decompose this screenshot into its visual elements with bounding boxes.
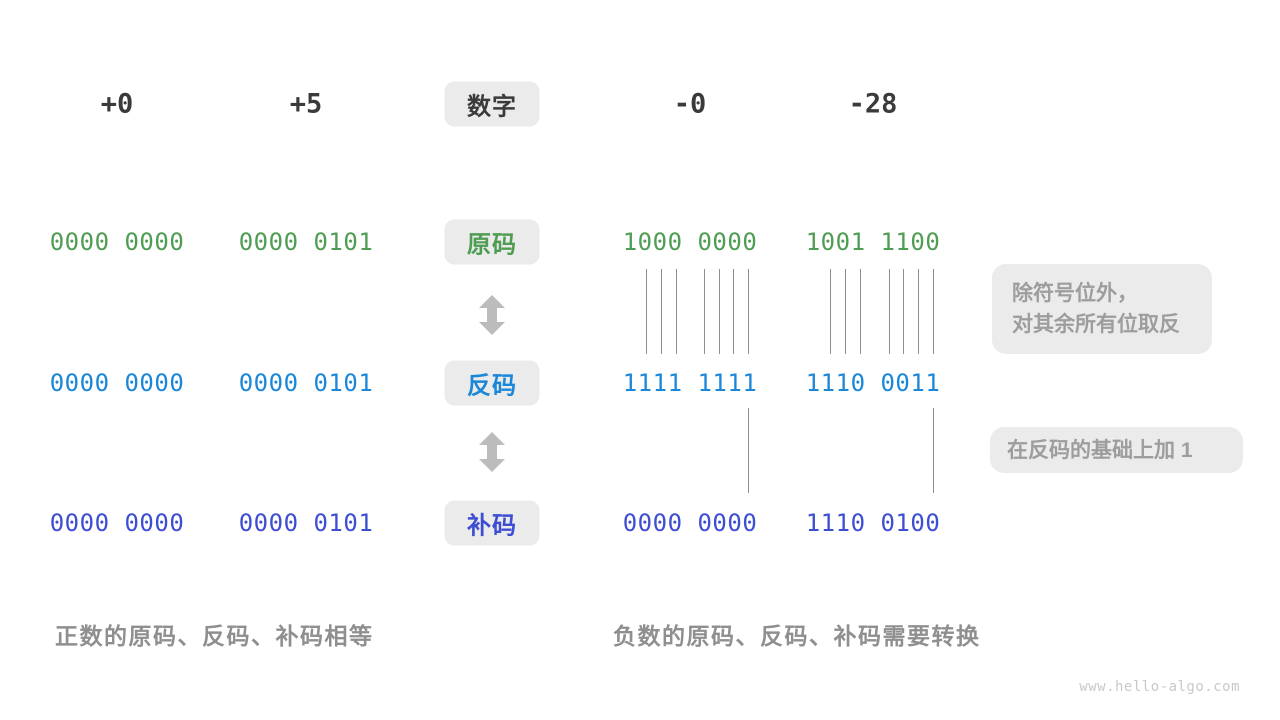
bit-mapping-line <box>903 269 904 354</box>
badge-twos-complement: 补码 <box>444 500 540 546</box>
bit-mapping-line <box>719 269 720 354</box>
bit-mapping-line <box>830 269 831 354</box>
column-header-minus28: -28 <box>848 88 898 120</box>
updown-arrow-icon <box>479 295 505 335</box>
badge-sign-magnitude: 原码 <box>444 219 540 265</box>
twos-complement-plus5: 0000 0101 <box>238 509 374 537</box>
twos-complement-minus28: 1110 0100 <box>805 509 941 537</box>
add-one-line <box>933 408 934 493</box>
bit-mapping-line <box>646 269 647 354</box>
bit-mapping-line <box>661 269 662 354</box>
add-one-line <box>748 408 749 493</box>
badge-ones-complement: 反码 <box>444 360 540 406</box>
sign-magnitude-minus0: 1000 0000 <box>622 228 758 256</box>
bit-mapping-line <box>733 269 734 354</box>
bit-mapping-line <box>860 269 861 354</box>
bit-mapping-line <box>845 269 846 354</box>
note-invert-line1: 除符号位外， <box>1012 282 1138 305</box>
ones-complement-plus0: 0000 0000 <box>49 369 185 397</box>
caption-negative-numbers: 负数的原码、反码、补码需要转换 <box>613 623 981 649</box>
badge-number: 数字 <box>444 81 540 127</box>
sign-magnitude-minus28: 1001 1100 <box>805 228 941 256</box>
bit-mapping-line <box>918 269 919 354</box>
sign-magnitude-plus0: 0000 0000 <box>49 228 185 256</box>
ones-complement-plus5: 0000 0101 <box>238 369 374 397</box>
bit-mapping-line <box>676 269 677 354</box>
caption-positive-numbers: 正数的原码、反码、补码相等 <box>55 623 374 649</box>
bit-mapping-line <box>933 269 934 354</box>
twos-complement-minus0: 0000 0000 <box>622 509 758 537</box>
twos-complement-plus0: 0000 0000 <box>49 509 185 537</box>
ones-complement-minus28: 1110 0011 <box>805 369 941 397</box>
ones-complement-minus0: 1111 1111 <box>622 369 758 397</box>
column-header-plus5: +5 <box>289 88 323 120</box>
bit-mapping-line <box>748 269 749 354</box>
bit-mapping-line <box>704 269 705 354</box>
note-add-one: 在反码的基础上加 1 <box>990 427 1243 473</box>
sign-magnitude-plus5: 0000 0101 <box>238 228 374 256</box>
updown-arrow-icon <box>479 432 505 472</box>
column-header-plus0: +0 <box>100 88 134 120</box>
bit-mapping-line <box>889 269 890 354</box>
watermark-url: www.hello-algo.com <box>1079 679 1240 695</box>
note-invert-bits: 除符号位外， 对其余所有位取反 <box>992 264 1212 354</box>
note-invert-line2: 对其余所有位取反 <box>1012 313 1180 336</box>
column-header-minus0: -0 <box>673 88 707 120</box>
